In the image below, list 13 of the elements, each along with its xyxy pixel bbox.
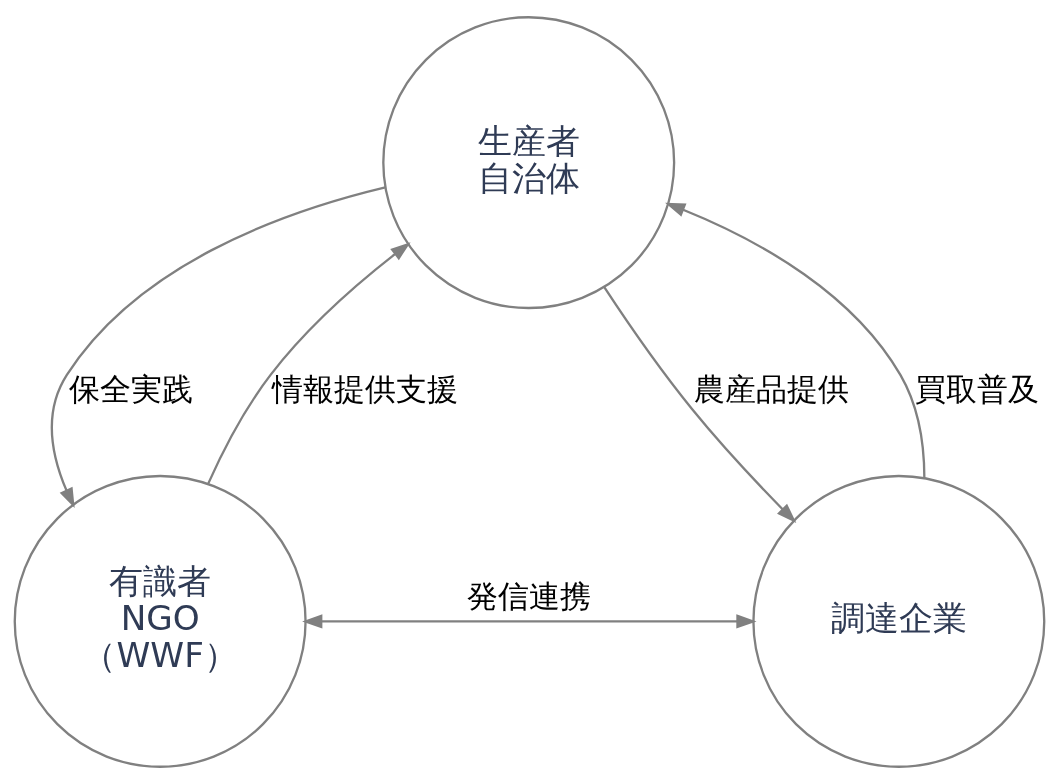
node-circle: 生産者 自治体 <box>382 16 676 310</box>
edge-label: 情報提供支援 <box>272 370 459 407</box>
arrow <box>207 242 411 485</box>
arrow <box>50 186 386 508</box>
edge-label: 保全実践 <box>68 370 193 407</box>
edge-label: 買取普及 <box>914 370 1039 407</box>
node-circle: 有識者 NGO （WWF） <box>13 474 307 768</box>
arrow <box>603 286 797 524</box>
edge-label: 発信連携 <box>467 578 592 615</box>
node-circle: 調達企業 <box>752 474 1046 768</box>
edge-label: 農産品提供 <box>693 370 849 407</box>
arrow <box>665 202 926 478</box>
arrow <box>302 614 757 629</box>
